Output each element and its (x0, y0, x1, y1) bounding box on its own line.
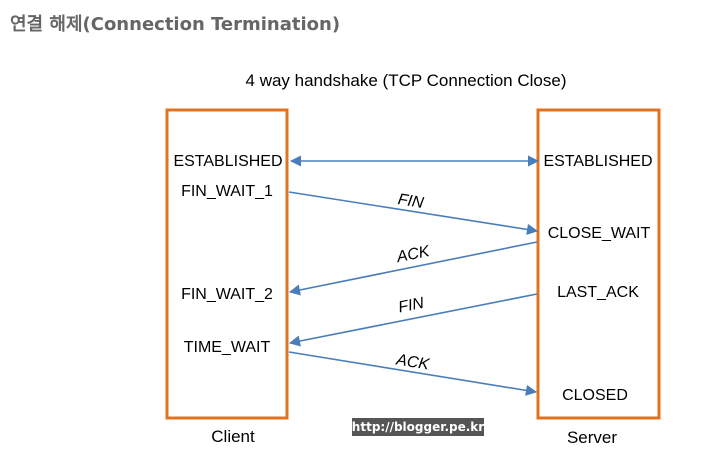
watermark-background (352, 418, 484, 436)
message-label-fin-2: FIN (397, 295, 426, 317)
watermark-text: http://blogger.pe.kr (352, 420, 484, 434)
client-state-fin-wait-1: FIN_WAIT_1 (181, 183, 273, 200)
server-state-established: ESTABLISHED (543, 153, 652, 170)
server-state-closed: CLOSED (562, 387, 628, 404)
server-state-close-wait: CLOSE_WAIT (548, 225, 651, 242)
ack-arrow-client-to-server (288, 351, 538, 396)
server-state-last-ack: LAST_ACK (557, 284, 639, 301)
message-label-ack-1: ACK (394, 243, 432, 266)
message-label-fin-1: FIN (397, 191, 426, 212)
server-label: Server (567, 428, 617, 447)
ack-arrow-server-to-client (288, 241, 538, 296)
diagram-title: 4 way handshake (TCP Connection Close) (246, 71, 567, 90)
message-label-ack-2: ACK (394, 351, 431, 373)
client-box (165, 108, 289, 420)
client-state-time-wait: TIME_WAIT (184, 339, 271, 356)
fin-arrow-client-to-server (288, 191, 539, 235)
client-state-fin-wait-2: FIN_WAIT_2 (181, 286, 273, 303)
page-heading: 연결 해제(Connection Termination) (10, 14, 341, 35)
fin-arrow-server-to-client (288, 293, 538, 347)
client-label: Client (211, 427, 255, 446)
client-state-established: ESTABLISHED (173, 153, 282, 170)
server-box (536, 108, 661, 420)
